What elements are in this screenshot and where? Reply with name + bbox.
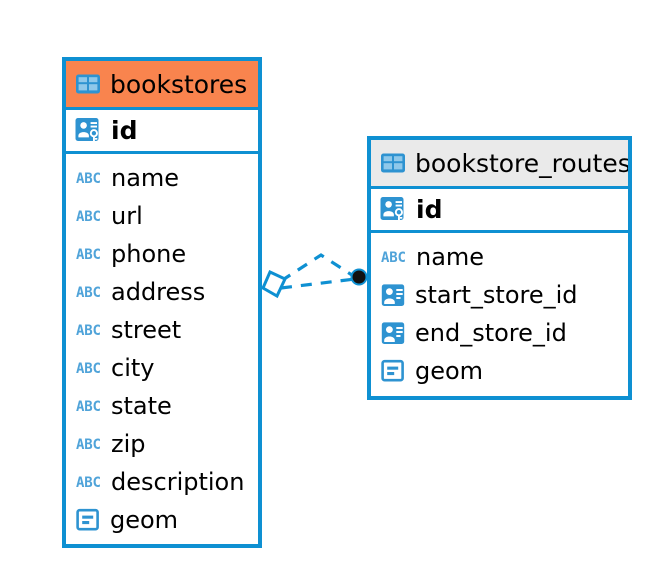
text-abc-icon: ABC (381, 249, 407, 265)
field-row-street[interactable]: ABC street (66, 311, 258, 349)
primary-key-icon (380, 196, 407, 224)
text-abc-icon: ABC (76, 398, 102, 414)
field-label-end-store-id: end_store_id (415, 319, 567, 347)
relationship-source-marker (261, 269, 287, 299)
relationship-line-lower (280, 277, 356, 290)
text-abc-icon: ABC (76, 474, 102, 490)
entity-header-bookstore-routes[interactable]: bookstore_routes (371, 140, 628, 186)
field-list-bookstore-routes: ABC name start_store_id (371, 233, 628, 396)
field-row-description[interactable]: ABC description (66, 463, 258, 501)
entity-table-bookstores[interactable]: bookstores id (62, 57, 262, 548)
field-label-url: url (111, 202, 143, 230)
primary-key-label-bookstores: id (111, 116, 138, 145)
field-row-name[interactable]: ABC name (371, 238, 628, 276)
svg-text:ABC: ABC (76, 361, 101, 376)
svg-text:ABC: ABC (76, 247, 101, 262)
field-row-name[interactable]: ABC name (66, 159, 258, 197)
text-abc-icon: ABC (76, 208, 102, 224)
text-abc-icon: ABC (76, 246, 102, 262)
svg-text:ABC: ABC (76, 475, 101, 490)
entity-title-bookstore-routes: bookstore_routes (415, 148, 631, 178)
field-label-phone: phone (111, 240, 187, 268)
primary-key-row-bookstore-routes[interactable]: id (371, 186, 628, 233)
entity-header-bookstores[interactable]: bookstores (66, 61, 258, 107)
field-row-geom[interactable]: geom (371, 352, 628, 390)
svg-text:ABC: ABC (76, 399, 101, 414)
foreign-key-icon (381, 321, 406, 346)
geometry-icon (381, 359, 406, 383)
field-label-description: description (111, 468, 245, 496)
entity-title-bookstores: bookstores (110, 69, 248, 99)
relationship-line-upper (280, 253, 356, 283)
field-row-phone[interactable]: ABC phone (66, 235, 258, 273)
field-label-zip: zip (111, 430, 146, 458)
field-row-geom[interactable]: geom (66, 501, 258, 539)
svg-text:ABC: ABC (76, 209, 101, 224)
field-row-start-store-id[interactable]: start_store_id (371, 276, 628, 314)
table-icon (380, 150, 406, 176)
field-label-name: name (111, 164, 180, 192)
relationship-target-marker (350, 268, 368, 286)
table-icon (75, 71, 101, 97)
svg-text:ABC: ABC (76, 171, 101, 186)
entity-table-bookstore-routes[interactable]: bookstore_routes id (367, 136, 632, 400)
svg-text:ABC: ABC (381, 250, 406, 265)
field-row-zip[interactable]: ABC zip (66, 425, 258, 463)
text-abc-icon: ABC (76, 436, 102, 452)
primary-key-row-bookstores[interactable]: id (66, 107, 258, 154)
primary-key-icon (75, 117, 102, 145)
svg-text:ABC: ABC (76, 323, 101, 338)
field-list-bookstores: ABC name ABC url ABC p (66, 154, 258, 544)
foreign-key-icon (381, 283, 406, 308)
field-label-start-store-id: start_store_id (415, 281, 578, 309)
field-label-state: state (111, 392, 172, 420)
svg-text:ABC: ABC (76, 285, 101, 300)
text-abc-icon: ABC (76, 322, 102, 338)
field-row-state[interactable]: ABC state (66, 387, 258, 425)
field-row-city[interactable]: ABC city (66, 349, 258, 387)
field-label-geom: geom (415, 357, 484, 385)
field-label-city: city (111, 354, 155, 382)
field-row-url[interactable]: ABC url (66, 197, 258, 235)
text-abc-icon: ABC (76, 284, 102, 300)
field-label-address: address (111, 278, 206, 306)
field-label-geom: geom (110, 506, 179, 534)
text-abc-icon: ABC (76, 360, 102, 376)
text-abc-icon: ABC (76, 170, 102, 186)
field-row-address[interactable]: ABC address (66, 273, 258, 311)
primary-key-label-bookstore-routes: id (416, 195, 443, 224)
geometry-icon (76, 508, 101, 532)
field-label-street: street (111, 316, 182, 344)
field-row-end-store-id[interactable]: end_store_id (371, 314, 628, 352)
field-label-name: name (416, 243, 485, 271)
svg-text:ABC: ABC (76, 437, 101, 452)
